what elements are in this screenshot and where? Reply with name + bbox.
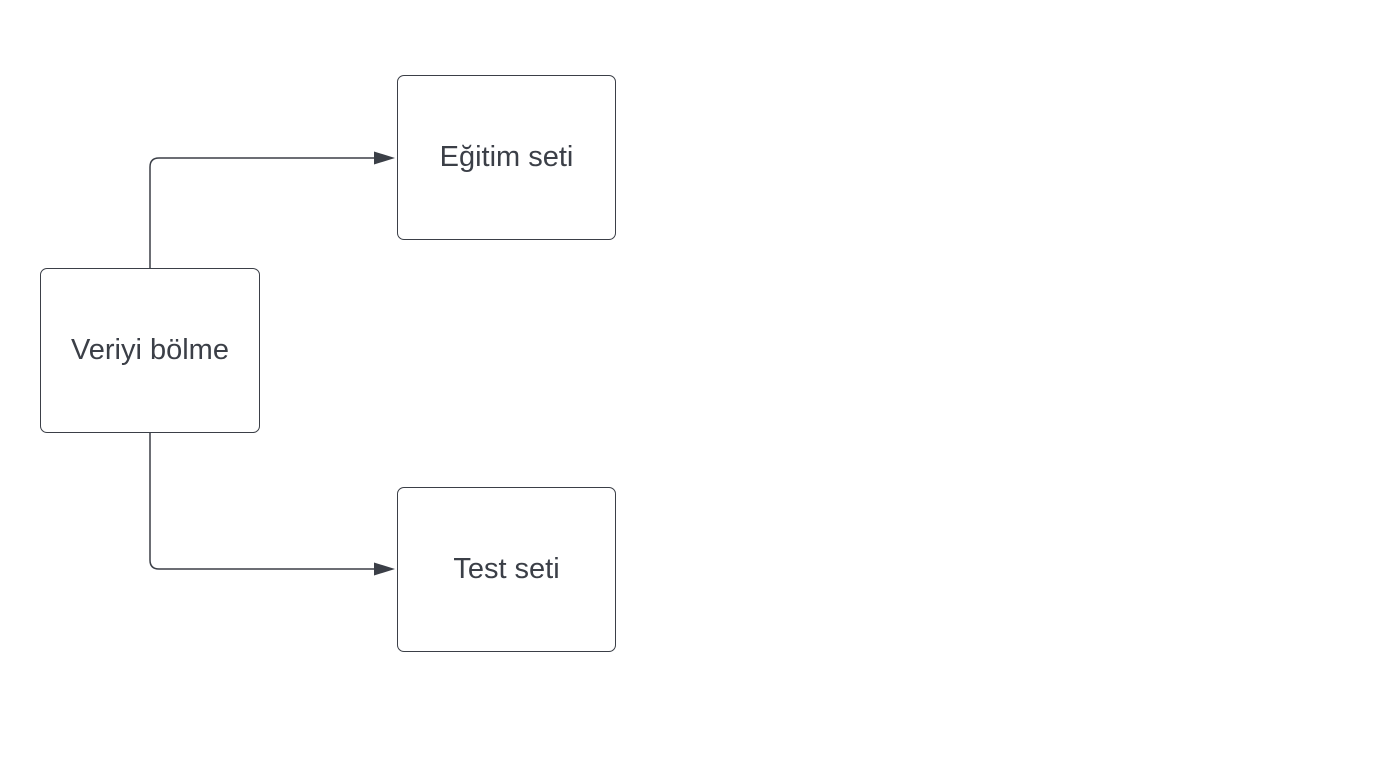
edge-split-to-test	[149, 433, 377, 570]
node-label: Test seti	[453, 553, 560, 585]
node-egitim-seti[interactable]: Eğitim seti	[397, 75, 616, 240]
arrowhead-to-test	[374, 562, 395, 576]
node-label: Veriyi bölme	[71, 334, 229, 366]
node-test-seti[interactable]: Test seti	[397, 487, 616, 652]
edge-split-to-train	[149, 157, 377, 268]
arrowhead-to-train	[374, 151, 395, 165]
node-label: Eğitim seti	[439, 141, 574, 173]
node-veriyi-bolme[interactable]: Veriyi bölme	[40, 268, 260, 433]
